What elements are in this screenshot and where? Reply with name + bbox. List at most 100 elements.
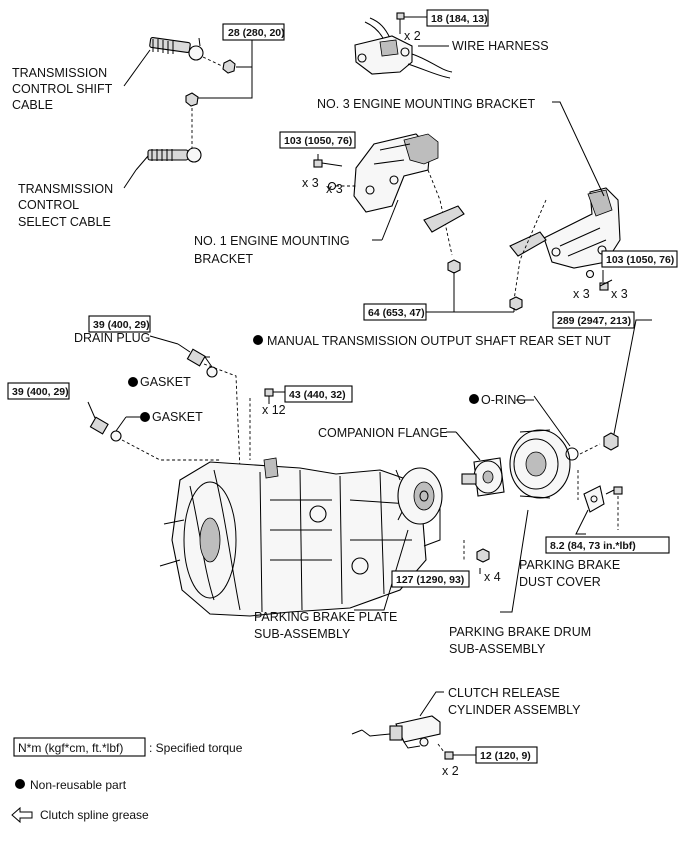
dust-cover-bolt	[605, 486, 623, 495]
label-no3-bracket: NO. 3 ENGINE MOUNTING BRACKET	[317, 97, 535, 111]
wire-harness-bracket	[354, 17, 453, 79]
non-reusable-mark	[140, 412, 150, 422]
label-gasket-2: GASKET	[152, 410, 203, 424]
torque-box-plate-bolts: 127 (1290, 93)	[391, 570, 470, 588]
torque-box-rear-nut: 289 (2947, 213)	[552, 311, 635, 329]
qty-case-bolts: x 12	[262, 403, 286, 417]
torque-box-drain-plug: 39 (400, 29)	[88, 315, 151, 333]
label-shift-cable-1: TRANSMISSION	[12, 66, 107, 80]
clutch-release-cylinder	[351, 715, 441, 749]
torque-box-shift-cable: 28 (280, 20)	[222, 23, 285, 41]
label-gasket-1: GASKET	[140, 375, 191, 389]
non-reusable-icon	[15, 779, 25, 789]
shift-cable	[141, 36, 204, 62]
shift-cable-nut	[222, 59, 236, 74]
grease-arrow-icon	[11, 806, 33, 824]
label-clutch-cyl-2: CYLINDER ASSEMBLY	[448, 703, 581, 717]
torque-box-harness: 18 (184, 13)	[426, 9, 489, 27]
non-reusable-mark	[128, 377, 138, 387]
legend-torque-units: N*m (kgf*cm, ft.*lbf)	[18, 741, 123, 755]
o-ring	[565, 447, 579, 461]
plate-bolt	[476, 548, 490, 563]
svg-text:103 (1050, 76): 103 (1050, 76)	[284, 135, 352, 147]
parking-brake-dust-cover	[583, 485, 605, 513]
qty-no1-washer: x 3	[326, 182, 343, 196]
fill-plug	[87, 401, 109, 435]
label-rear-set-nut: MANUAL TRANSMISSION OUTPUT SHAFT REAR SE…	[267, 334, 611, 348]
label-no1-bracket-1: NO. 1 ENGINE MOUNTING	[194, 234, 350, 248]
label-pb-plate-2: SUB-ASSEMBLY	[254, 627, 351, 641]
torque-box-dust-cover: 8.2 (84, 73 in.*lbf)	[545, 536, 670, 554]
svg-text:18 (184, 13): 18 (184, 13)	[431, 13, 488, 25]
qty-no3-washer: x 3	[573, 287, 590, 301]
svg-text:12 (120, 9): 12 (120, 9)	[480, 750, 531, 762]
no3-mount-insulator	[509, 231, 547, 257]
torque-box-mount-nuts: 64 (653, 47)	[363, 303, 427, 321]
svg-text:43 (440, 32): 43 (440, 32)	[289, 389, 346, 401]
mount-nut-left	[447, 259, 461, 274]
label-pb-drum-1: PARKING BRAKE DRUM	[449, 625, 591, 639]
torque-box-case-bolts: 43 (440, 32)	[284, 385, 353, 403]
no1-bracket-bolt	[313, 159, 343, 168]
no1-bracket-washer	[327, 181, 337, 191]
label-companion-flange: COMPANION FLANGE	[318, 426, 448, 440]
svg-text:39 (400, 29): 39 (400, 29)	[12, 386, 69, 398]
label-o-ring: O-RING	[481, 393, 526, 407]
label-pb-plate-1: PARKING BRAKE PLATE	[254, 610, 397, 624]
no3-bracket-bolt	[599, 279, 613, 291]
torque-box-no3-bracket: 103 (1050, 76)	[601, 250, 678, 268]
fill-gasket	[110, 430, 122, 442]
no1-engine-mounting-bracket	[353, 133, 439, 213]
qty-harness: x 2	[404, 29, 421, 43]
select-cable-nut	[185, 92, 199, 107]
qty-clutch-bolts: x 2	[442, 764, 459, 778]
mount-nut-right	[509, 296, 523, 311]
label-pb-dust-cover-2: DUST COVER	[519, 575, 601, 589]
non-reusable-mark	[469, 394, 479, 404]
parking-brake-drum	[509, 429, 571, 499]
rear-set-nut	[603, 432, 619, 451]
svg-text:39 (400, 29): 39 (400, 29)	[93, 319, 150, 331]
svg-text:289 (2947, 213): 289 (2947, 213)	[557, 315, 631, 327]
drain-plug	[177, 343, 206, 367]
label-clutch-cyl-1: CLUTCH RELEASE	[448, 686, 560, 700]
svg-text:28 (280, 20): 28 (280, 20)	[228, 27, 285, 39]
companion-flange	[461, 457, 505, 497]
case-bolt	[264, 388, 274, 404]
no3-engine-mounting-bracket	[543, 187, 621, 269]
svg-text:103 (1050, 76): 103 (1050, 76)	[606, 254, 674, 266]
no3-bracket-washer	[585, 269, 595, 279]
torque-box-fill-plug: 39 (400, 29)	[7, 382, 70, 400]
svg-text:64 (653, 47): 64 (653, 47)	[368, 307, 425, 319]
svg-text:8.2 (84, 73 in.*lbf): 8.2 (84, 73 in.*lbf)	[550, 540, 636, 552]
torque-box-clutch-cyl: 12 (120, 9)	[475, 746, 538, 764]
legend: N*m (kgf*cm, ft.*lbf) : Specified torque…	[11, 737, 243, 824]
legend-torque-desc: : Specified torque	[149, 741, 243, 755]
legend-non-reusable: Non-reusable part	[30, 778, 127, 792]
select-cable	[135, 147, 202, 171]
qty-plate-bolts: x 4	[484, 570, 501, 584]
label-drain-plug: DRAIN PLUG	[74, 331, 150, 345]
label-pb-drum-2: SUB-ASSEMBLY	[449, 642, 546, 656]
label-select-cable-1: TRANSMISSION	[18, 182, 113, 196]
label-select-cable-3: SELECT CABLE	[18, 215, 111, 229]
transmission-assembly	[159, 457, 441, 617]
no1-mount-insulator	[423, 205, 465, 233]
label-no1-bracket-2: BRACKET	[194, 252, 253, 266]
label-select-cable-2: CONTROL	[18, 198, 79, 212]
legend-torque-box	[13, 737, 146, 757]
clutch-cylinder-bolt	[444, 751, 476, 760]
legend-grease: Clutch spline grease	[40, 808, 149, 822]
label-shift-cable-2: CONTROL SHIFT	[12, 82, 113, 96]
qty-no1-bolt: x 3	[302, 176, 319, 190]
qty-no3-bolt: x 3	[611, 287, 628, 301]
parking-brake-plate	[395, 467, 443, 525]
harness-bolt	[396, 12, 405, 34]
torque-box-no1-bracket: 103 (1050, 76)	[279, 131, 356, 149]
label-shift-cable-3: CABLE	[12, 98, 53, 112]
svg-text:127 (1290, 93): 127 (1290, 93)	[396, 574, 464, 586]
label-pb-dust-cover-1: PARKING BRAKE	[519, 558, 620, 572]
non-reusable-mark	[253, 335, 263, 345]
label-wire-harness: WIRE HARNESS	[452, 39, 549, 53]
